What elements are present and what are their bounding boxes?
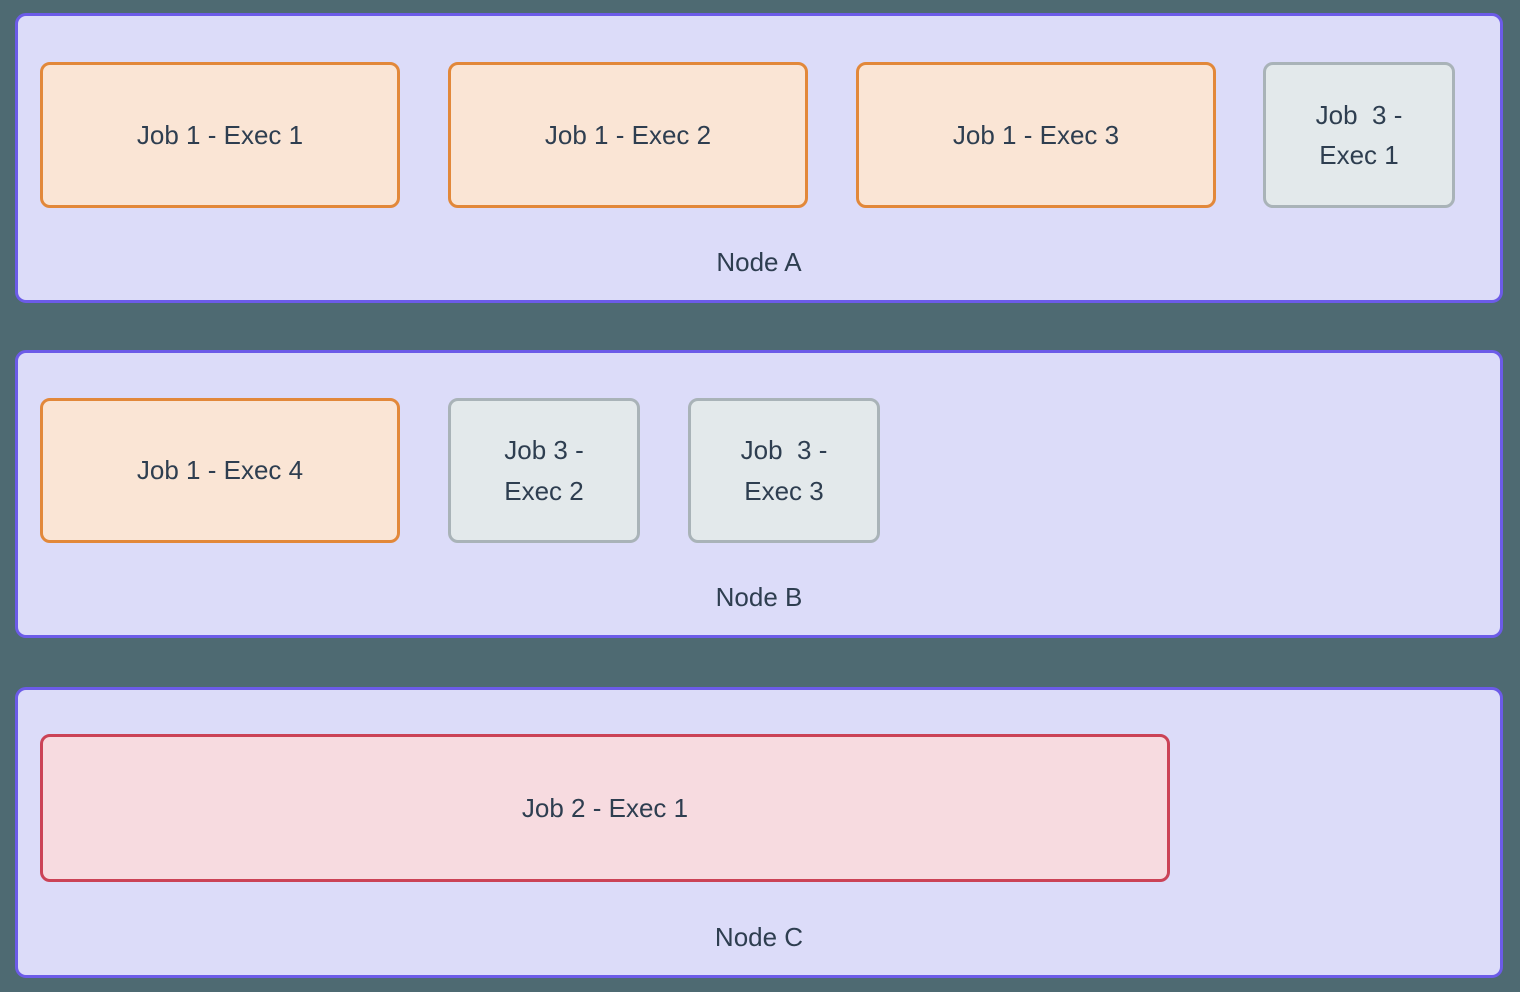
executor-job1-exec2: Job 1 - Exec 2 <box>448 62 808 208</box>
executor-job1-exec1-label: Job 1 - Exec 1 <box>136 119 304 150</box>
executor-job1-exec4-label: Job 1 - Exec 4 <box>136 455 304 486</box>
node-a: Job 1 - Exec 1 Job 1 - Exec 2 Job 1 - Ex… <box>15 13 1503 303</box>
executor-job2-exec1-label: Job 2 - Exec 1 <box>521 792 689 823</box>
node-c-label: Node C <box>714 921 804 952</box>
node-b: Job 1 - Exec 4 Job 3 - Exec 2 Job 3 - Ex… <box>15 350 1503 638</box>
executor-job1-exec4: Job 1 - Exec 4 <box>40 398 400 543</box>
executor-job3-exec3: Job 3 - Exec 3 <box>688 398 880 543</box>
node-c: Job 2 - Exec 1 Node C <box>15 687 1503 978</box>
executor-job3-exec1: Job 3 - Exec 1 <box>1263 62 1455 208</box>
executor-job1-exec3: Job 1 - Exec 3 <box>856 62 1216 208</box>
executor-job3-exec2: Job 3 - Exec 2 <box>448 398 640 543</box>
node-b-label: Node B <box>715 581 803 612</box>
executor-job3-exec1-label: Job 3 - Exec 1 <box>1315 99 1403 170</box>
executor-job3-exec3-label: Job 3 - Exec 3 <box>740 435 828 506</box>
node-a-label: Node A <box>716 246 802 277</box>
executor-job1-exec2-label: Job 1 - Exec 2 <box>544 119 712 150</box>
executor-job1-exec1: Job 1 - Exec 1 <box>40 62 400 208</box>
executor-job2-exec1: Job 2 - Exec 1 <box>40 734 1170 882</box>
executor-job1-exec3-label: Job 1 - Exec 3 <box>952 119 1120 150</box>
executor-job3-exec2-label: Job 3 - Exec 2 <box>504 435 584 506</box>
